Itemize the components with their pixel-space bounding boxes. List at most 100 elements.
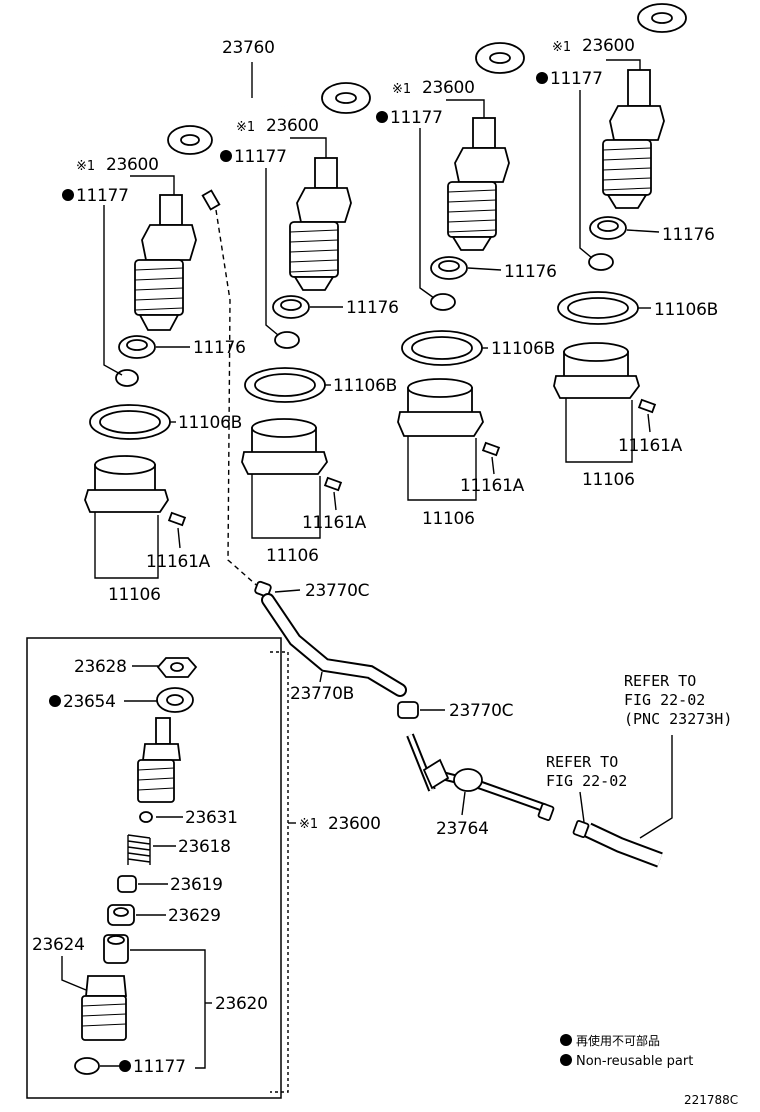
- external-hose[interactable]: [572, 820, 663, 868]
- holder-11106-1[interactable]: [84, 455, 169, 513]
- pin-11161A-1[interactable]: [167, 511, 187, 527]
- injector-4[interactable]: [602, 69, 665, 209]
- pin-1-label: 11161A: [146, 552, 211, 572]
- holder-2-label: 11106: [266, 546, 319, 566]
- refer-a-line2: FIG 22-02: [624, 691, 705, 709]
- gasket-3-label: 11177: [390, 108, 443, 128]
- inj-3-label: 23600: [422, 78, 475, 98]
- washer-11176-1[interactable]: [118, 335, 156, 359]
- box-nonreusable-dot-1: [49, 695, 61, 707]
- box-nonreusable-dot-2: [119, 1060, 131, 1072]
- refer-a-line1: REFER TO: [624, 672, 696, 690]
- legend-jp: 再使用不可部品: [576, 1033, 660, 1048]
- box-spring-label: 23618: [178, 837, 231, 857]
- gasket-4-label: 11177: [550, 69, 603, 89]
- pin-11161A-3[interactable]: [481, 441, 501, 457]
- spring-23618[interactable]: [127, 834, 151, 865]
- washer-1-label: 11176: [193, 338, 246, 358]
- box-nozzle-label: 23620: [215, 994, 268, 1014]
- box-ball-label: 23631: [185, 808, 238, 828]
- seal-3-label: 11106B: [491, 339, 555, 359]
- washer-11176-4[interactable]: [589, 216, 627, 240]
- refer-note-a[interactable]: REFER TO FIG 22-02 (PNC 23273H): [624, 672, 732, 728]
- pipe-main-label: 23760: [222, 38, 275, 58]
- seal-11106B-2[interactable]: [244, 367, 326, 403]
- washer-4-label: 11176: [662, 225, 715, 245]
- holder-body[interactable]: [137, 717, 182, 803]
- pin-3-label: 11161A: [460, 476, 525, 496]
- gasket-11177-1[interactable]: [115, 369, 139, 387]
- holder-11106-4[interactable]: [553, 342, 640, 399]
- box-assembly-label: 23600: [328, 814, 381, 834]
- refer-b-line2: FIG 22-02: [546, 772, 627, 790]
- seal-1-label: 11106B: [178, 413, 242, 433]
- holder-1-label: 11106: [108, 585, 161, 605]
- refer-a-line3: (PNC 23273H): [624, 710, 732, 728]
- gasket-11177-4[interactable]: [588, 253, 614, 271]
- retaining-nut-23624[interactable]: [81, 975, 127, 1041]
- gasket-23654[interactable]: [156, 687, 194, 713]
- box-seat-label: 23619: [170, 875, 223, 895]
- legend: 再使用不可部品 Non-reusable part: [560, 1033, 693, 1069]
- clamp-23770C-2[interactable]: [397, 701, 419, 719]
- inj-1-label: 23600: [106, 155, 159, 175]
- injector-1[interactable]: [134, 194, 197, 331]
- box-washer-label: 11177: [133, 1057, 186, 1077]
- nonreusable-dot-2: [220, 150, 232, 162]
- washer-11176-3[interactable]: [430, 256, 468, 280]
- refer-note-b[interactable]: REFER TO FIG 22-02: [546, 753, 627, 790]
- hose-23770B[interactable]: [261, 593, 407, 697]
- washer-3-label: 11176: [504, 262, 557, 282]
- washer-11177-box[interactable]: [74, 1057, 100, 1075]
- inj-2-label: 23600: [266, 116, 319, 136]
- figure-code: 221788C: [684, 1093, 738, 1107]
- holder-3-label: 11106: [422, 509, 475, 529]
- legend-en: Non-reusable part: [576, 1054, 693, 1069]
- holder-11106-3[interactable]: [397, 378, 484, 437]
- spacer-23629[interactable]: [107, 904, 135, 926]
- nut-23628[interactable]: [156, 657, 198, 678]
- mark-2: ※1: [236, 120, 255, 135]
- pin-4-label: 11161A: [618, 436, 683, 456]
- pin-11161A-2[interactable]: [323, 476, 343, 492]
- nozzle-23620[interactable]: [103, 934, 129, 964]
- injector-2[interactable]: [289, 157, 352, 291]
- injector-3[interactable]: [447, 117, 510, 251]
- legend-dot-2: [560, 1054, 572, 1066]
- seal-11106B-1[interactable]: [89, 404, 171, 440]
- union-label: 23764: [436, 819, 489, 839]
- seal-11106B-3[interactable]: [401, 330, 483, 366]
- gasket-11177-2[interactable]: [274, 331, 300, 349]
- seat-23619[interactable]: [117, 875, 137, 893]
- legend-dot-1: [560, 1034, 572, 1046]
- refer-b-line1: REFER TO: [546, 753, 618, 771]
- box-gasket-label: 23654: [63, 692, 116, 712]
- holder-4-label: 11106: [582, 470, 635, 490]
- mark-1: ※1: [76, 159, 95, 174]
- clamp-2-label: 23770C: [449, 701, 513, 721]
- box-nut-label: 23628: [74, 657, 127, 677]
- washer-2-label: 11176: [346, 298, 399, 318]
- seal-4-label: 11106B: [654, 300, 718, 320]
- seal-2-label: 11106B: [333, 376, 397, 396]
- holder-11106-2[interactable]: [241, 418, 328, 475]
- seal-11106B-4[interactable]: [557, 291, 639, 325]
- clamp-1-label: 23770C: [305, 581, 369, 601]
- mark-3: ※1: [392, 82, 411, 97]
- injection-pipe[interactable]: [167, 3, 687, 211]
- pin-11161A-4[interactable]: [637, 398, 657, 414]
- inj-4-label: 23600: [582, 36, 635, 56]
- union-23764[interactable]: [406, 733, 555, 821]
- box-mark: ※1: [299, 817, 318, 832]
- gasket-1-label: 11177: [76, 186, 129, 206]
- washer-11176-2[interactable]: [272, 295, 310, 319]
- box-spacer-label: 23629: [168, 906, 221, 926]
- clamp-23770C-1[interactable]: [254, 580, 272, 598]
- ball-23631[interactable]: [139, 811, 153, 823]
- mark-4: ※1: [552, 40, 571, 55]
- nonreusable-dot-1: [62, 189, 74, 201]
- nonreusable-dot-4: [536, 72, 548, 84]
- gasket-11177-3[interactable]: [430, 293, 456, 311]
